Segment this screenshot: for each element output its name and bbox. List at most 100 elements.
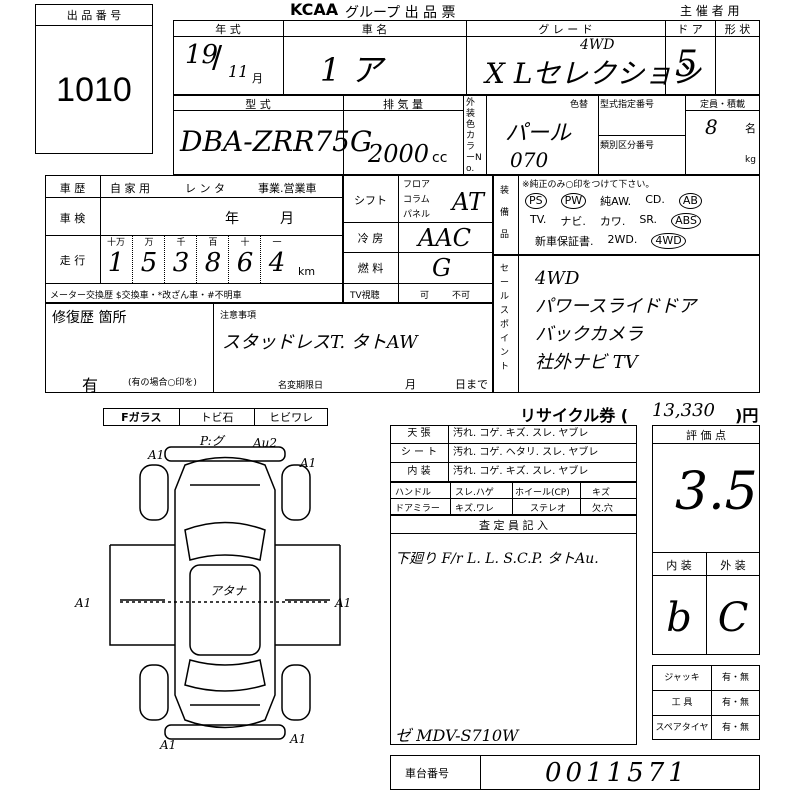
repair-value: 有: [82, 376, 99, 395]
glass-crack: ヒビワレ: [269, 411, 314, 424]
shift-label: シフト: [354, 194, 387, 207]
car-diagram: [109, 446, 341, 740]
cooling-value: AAC: [418, 224, 472, 252]
shift-box: [343, 175, 493, 303]
mileage-digit: 8: [204, 248, 222, 278]
sales-point-item: パワースライドドア: [535, 296, 697, 317]
score-value: 3.5: [675, 462, 758, 522]
mileage-digit: 6: [236, 248, 254, 278]
tv-ok: 可: [420, 291, 430, 301]
engine-value: 2000: [368, 140, 430, 168]
equipment-note: ※純正のみ○印をつけて下さい。: [522, 180, 655, 190]
score-interior-label: 内 装: [666, 559, 692, 572]
equipment-item: カワ.: [599, 215, 626, 228]
car-body: [174, 456, 276, 729]
shift-column: コラム: [403, 195, 430, 205]
left-side-outline: [109, 544, 175, 646]
month-value: 11: [228, 62, 249, 81]
organizer-label: 主 催 者 用: [680, 4, 740, 18]
sales-side-label: セールスポイント: [500, 264, 510, 372]
history-private: 自 家 用: [110, 182, 150, 195]
designation-label: 型式指定番号: [600, 100, 655, 110]
interior-row-value: 汚れ. コゲ. キズ. スレ. ヤブレ: [453, 466, 589, 477]
recycle-label: リサイクル券 (: [520, 406, 629, 425]
glass-label: Fガラス: [104, 409, 180, 425]
tv-ng: 不可: [452, 291, 471, 301]
rear-bumper: [164, 724, 286, 740]
interior-row-label: 天 張: [390, 425, 449, 443]
repair-note: (有の場合○印を): [128, 378, 197, 388]
equipment-item: TV.: [530, 213, 547, 226]
equipment-item: PW: [560, 193, 587, 209]
fuel-label: 燃 料: [357, 262, 384, 275]
recycle-unit: )円: [735, 406, 759, 425]
equipment-item: ナビ.: [560, 215, 586, 228]
equipment-item: PS: [525, 193, 547, 209]
mileage-unit-label: 百: [208, 238, 218, 248]
diagram-mark-a4: A1: [300, 456, 317, 470]
brand-logo: KCAA: [290, 0, 339, 19]
mileage-digit: 3: [172, 248, 190, 278]
interior-row-label: 内 装: [390, 463, 449, 481]
deadline-label: 名変期限日: [278, 381, 324, 391]
equipment-line-2: TV.ナビ.カワ.SR.ABS: [530, 213, 701, 229]
engine-label: 排 気 量: [383, 98, 423, 111]
interior-row-value: 汚れ. コゲ. キズ. スレ. ヤブレ: [453, 428, 589, 439]
shape-label: 形 状: [724, 23, 751, 36]
equipment-item: CD.: [645, 193, 665, 206]
score-interior-value: b: [666, 595, 692, 641]
accessory-label: スペアタイヤ: [653, 716, 712, 740]
handle-label: ハンドル: [395, 488, 432, 498]
mileage-digit: 4: [268, 248, 286, 278]
accessory-row: ジャッキ有・無: [653, 666, 759, 691]
color-code: 070: [510, 148, 549, 172]
car-windshield: [184, 521, 266, 561]
mileage-unit-label: 千: [176, 238, 186, 248]
color-label: 色替: [570, 100, 589, 110]
form-title: グループ 出 品 票: [345, 5, 456, 21]
vin-prefix: ゼ MDV-S710W: [395, 726, 519, 745]
accessory-value: 有・無: [721, 723, 749, 733]
tv-label: TV視聴: [350, 291, 380, 301]
diagram-center: アタナ: [210, 584, 247, 598]
deadline-month: 月: [405, 378, 416, 391]
vin-box: [390, 755, 760, 790]
history-label: 車 歴: [59, 182, 86, 195]
row2-box: [173, 95, 760, 175]
equipment-item: AB: [678, 193, 702, 209]
recycle-value: 13,330: [652, 400, 715, 421]
inspector-text: 下廻り F/r L. L. S.C.P. タトAu.: [395, 551, 599, 567]
lot-label: 出 品 番 号: [36, 5, 152, 26]
front-bumper: [164, 446, 286, 462]
mileage-unit: km: [298, 265, 316, 278]
doors-value: 5: [675, 44, 698, 85]
diagram-mark-a6: A1: [290, 732, 307, 746]
equipment-item: ABS: [671, 213, 701, 229]
fuel-value: G: [432, 254, 452, 282]
diagram-top-label: P:グ: [200, 434, 224, 448]
sales-point-item: 社外ナビ TV: [535, 352, 638, 373]
meter-exchange: メーター交換歴 $交換車・*改ざん車・#不明車: [50, 291, 242, 301]
diagram-mark-a3: A1: [335, 596, 352, 610]
capacity-unit: 名: [745, 122, 756, 135]
color-side-label: 外装色カラーNo.: [466, 98, 482, 174]
wheel-fl: [139, 464, 169, 521]
engine-unit: cc: [432, 150, 448, 166]
equipment-item: 新車保証書.: [535, 235, 594, 248]
deadline-day: 日まで: [455, 378, 488, 391]
score-label: 評 価 点: [686, 429, 726, 442]
accessory-row: スペアタイヤ有・無: [653, 716, 759, 740]
kg-unit: kg: [745, 155, 756, 165]
shift-floor: フロア: [403, 180, 431, 190]
score-exterior-value: C: [717, 595, 749, 641]
right-side-outline: [275, 544, 341, 646]
vin-value: 0011571: [545, 758, 689, 788]
year-value: 19: [185, 40, 219, 70]
